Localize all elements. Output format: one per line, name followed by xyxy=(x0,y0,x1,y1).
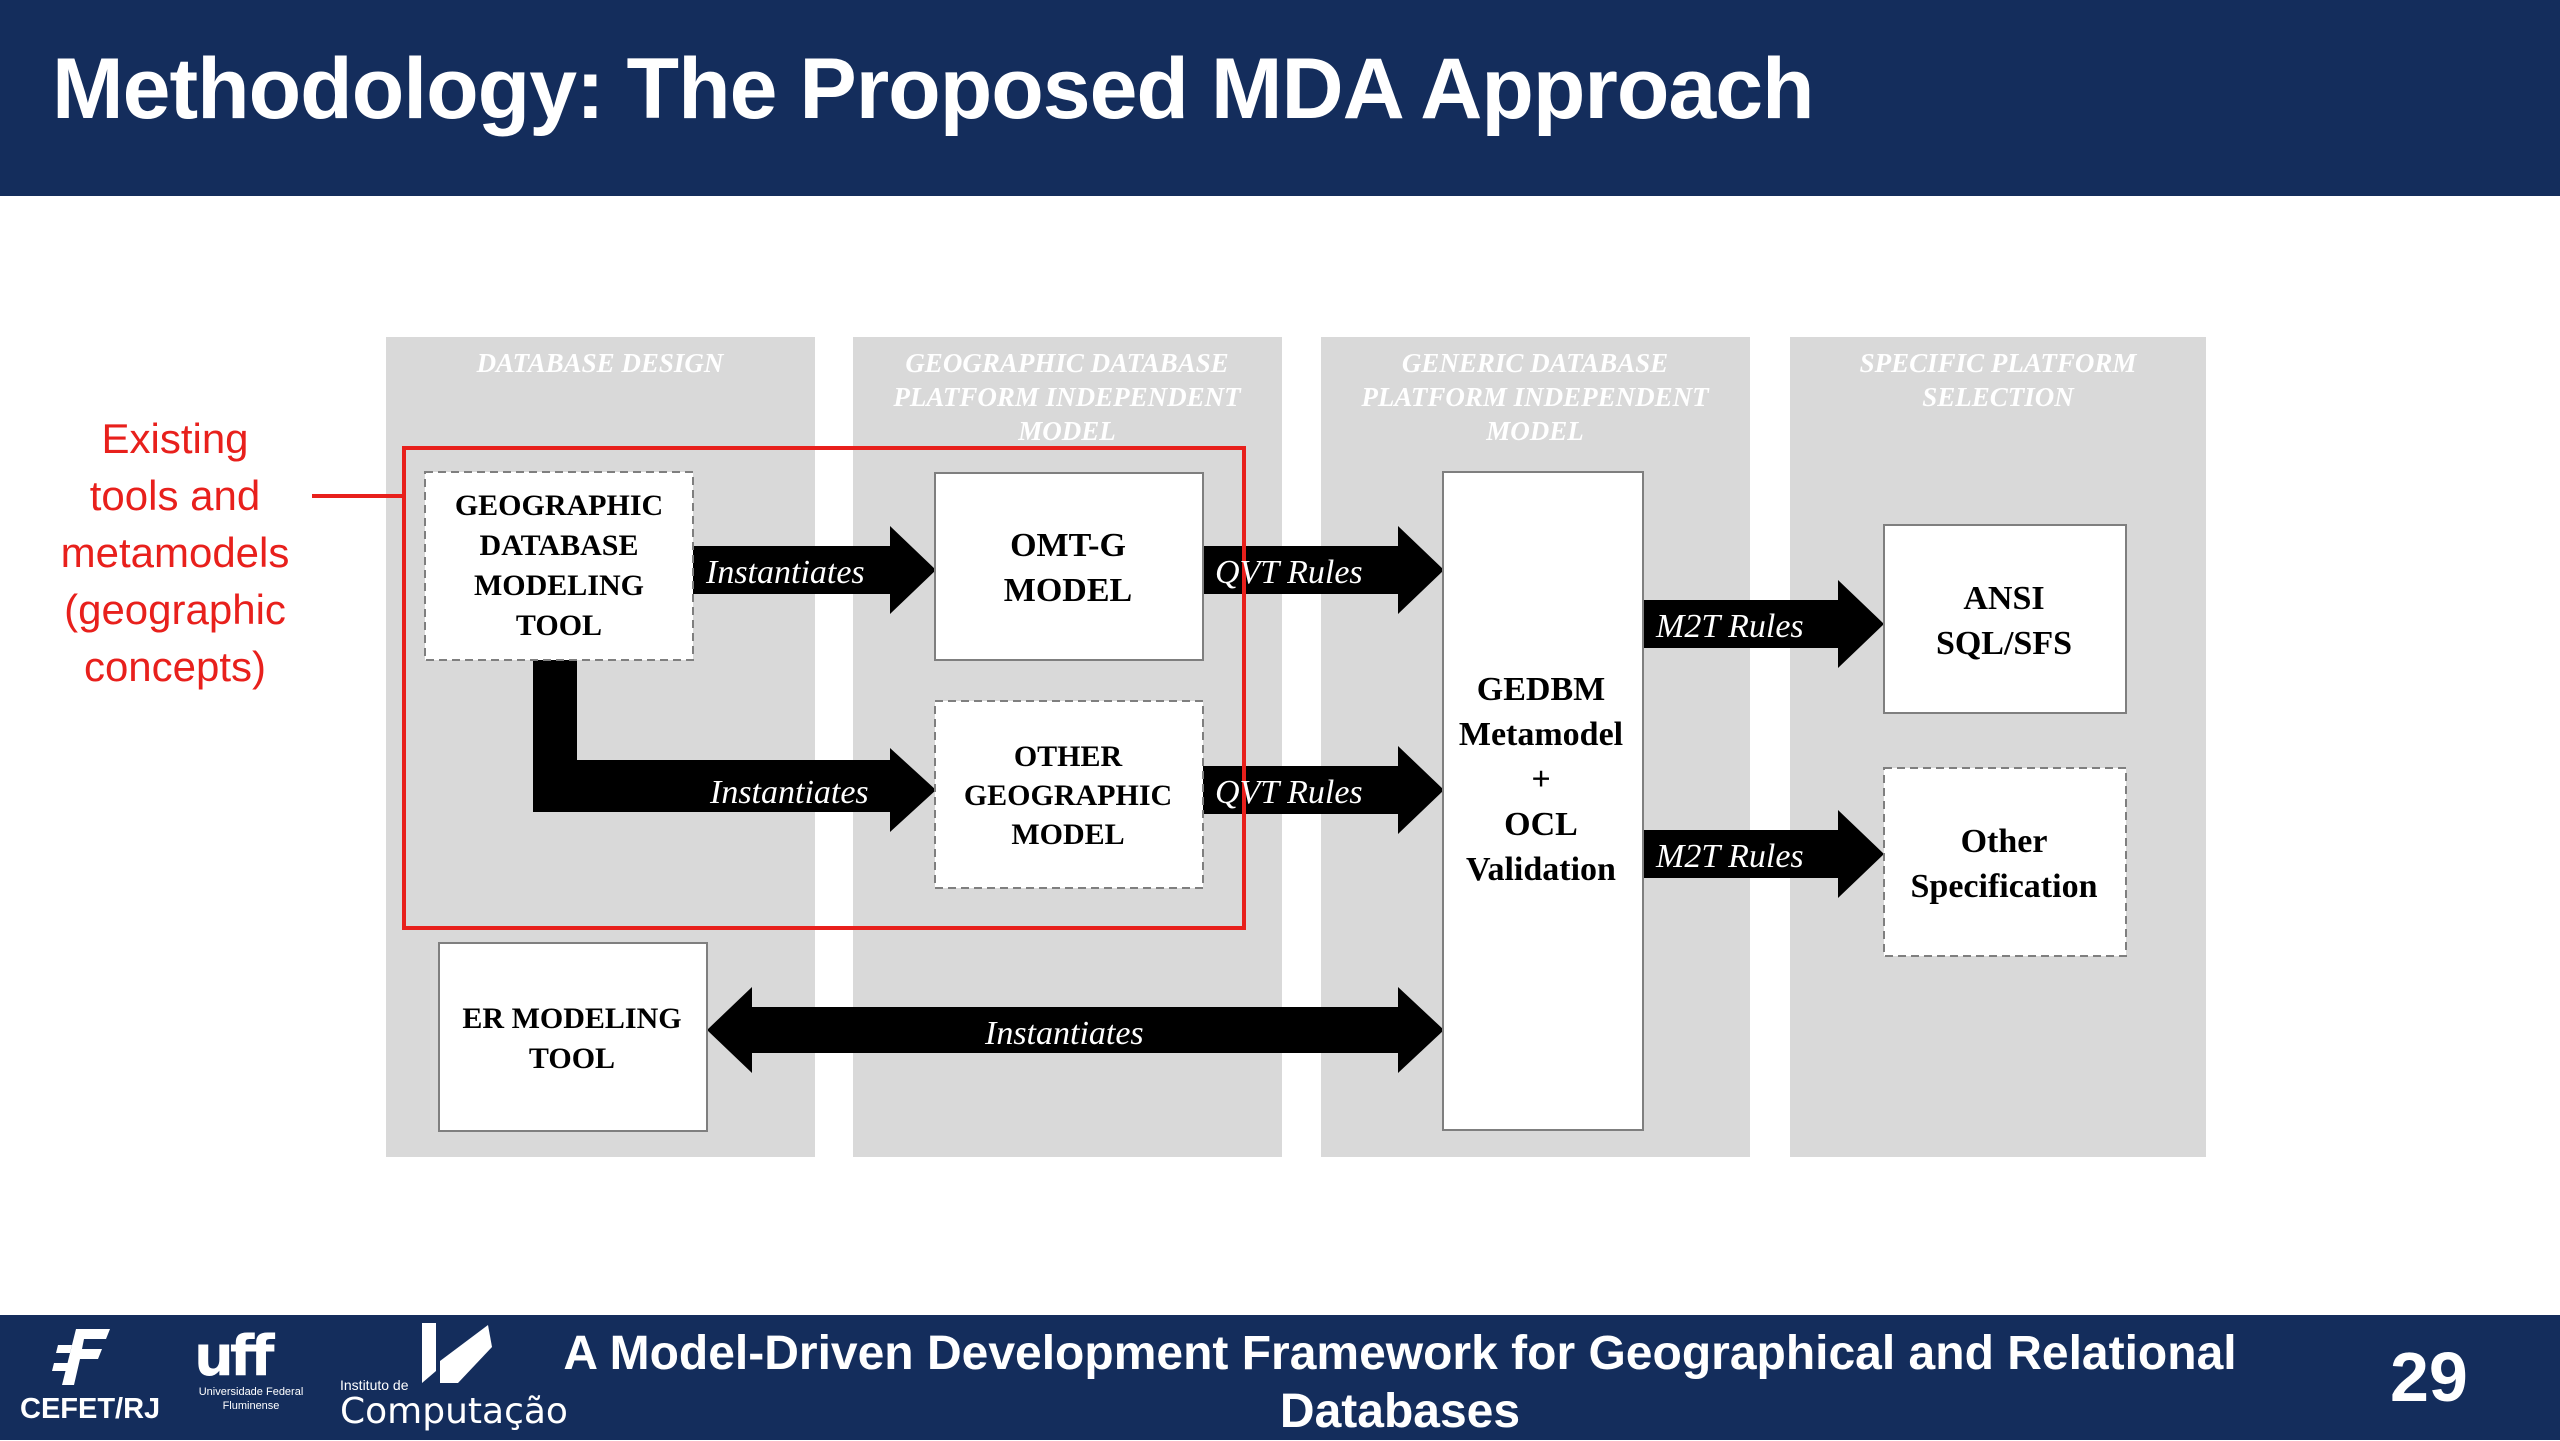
column-header: MODEL xyxy=(1017,416,1116,446)
cefet-logo-text: CEFET/RJ xyxy=(20,1393,161,1425)
box-label: DATABASE xyxy=(480,529,639,562)
slide-title: Methodology: The Proposed MDA Approach xyxy=(52,41,1815,137)
page-number: 29 xyxy=(2390,1338,2468,1416)
existing-tools-note: Existing tools and metamodels (geographi… xyxy=(40,410,310,695)
arrow-instantiates-other xyxy=(533,660,936,832)
svg-text:uff: uff xyxy=(194,1324,275,1385)
box-label: ANSI xyxy=(1963,580,2044,617)
uff-logo-icon: uff xyxy=(194,1324,279,1385)
box-label: Validation xyxy=(1466,851,1616,888)
arrow-m2t-2 xyxy=(1642,810,1884,898)
arrow-m2t-1 xyxy=(1642,580,1884,668)
title-bar: Methodology: The Proposed MDA Approach xyxy=(0,0,2560,196)
box-label: OTHER xyxy=(1014,740,1123,773)
box-label: MODEL xyxy=(1004,572,1132,609)
box-label: TOOL xyxy=(516,609,602,642)
column-header: PLATFORM INDEPENDENT xyxy=(892,382,1242,412)
cefet-logo-icon xyxy=(52,1329,110,1385)
column-header: GEOGRAPHIC DATABASE xyxy=(905,348,1228,378)
uff-logo-caption: Universidade Federal Fluminense xyxy=(198,1386,304,1412)
arrow-label: Instantiates xyxy=(709,774,869,811)
arrow-label: Instantiates xyxy=(984,1015,1144,1052)
box-label: + xyxy=(1531,761,1550,798)
note-line: concepts) xyxy=(83,643,267,690)
other-geo-model-box xyxy=(934,700,1204,889)
arrow-qvt-1 xyxy=(1202,526,1444,614)
existing-tools-highlight xyxy=(402,446,1246,930)
note-line: Existing xyxy=(101,415,249,462)
box-label: TOOL xyxy=(529,1042,615,1075)
column-header: SELECTION xyxy=(1922,382,2075,412)
box-label: Metamodel xyxy=(1459,716,1623,753)
column-header: GENERIC DATABASE xyxy=(1402,348,1668,378)
footer-title: A Model-Driven Development Framework for… xyxy=(563,1327,2237,1438)
box-label: Other xyxy=(1961,823,2048,860)
arrow-label: Instantiates xyxy=(705,554,865,591)
box-label: SQL/SFS xyxy=(1936,625,2072,662)
ic-logo-subtitle: Instituto de xyxy=(340,1377,409,1393)
arrow-label: QVT Rules xyxy=(1215,554,1363,591)
arrow-qvt-2 xyxy=(1202,746,1444,834)
arrow-label: M2T Rules xyxy=(1655,608,1804,645)
box-label: GEDBM xyxy=(1477,671,1605,708)
other-spec-box xyxy=(1883,767,2127,957)
arrow-instantiates-omtg xyxy=(692,526,936,614)
box-label: GEOGRAPHIC xyxy=(964,779,1172,812)
column-header: DATABASE DESIGN xyxy=(476,348,725,378)
gedbm-box xyxy=(1442,471,1644,1131)
box-label: Specification xyxy=(1911,868,2098,905)
note-line: (geographic xyxy=(64,586,286,633)
box-label: MODEL xyxy=(1011,818,1124,851)
geo-modeling-tool-box xyxy=(424,471,694,661)
box-label: OMT-G xyxy=(1010,527,1126,564)
ansi-box xyxy=(1883,524,2127,714)
box-label: OCL xyxy=(1504,806,1578,843)
arrow-label: QVT Rules xyxy=(1215,774,1363,811)
ic-logo-text: Computação xyxy=(340,1391,568,1432)
omtg-model-box xyxy=(934,472,1204,661)
note-line: tools and xyxy=(89,472,261,519)
box-label: ER MODELING xyxy=(462,1002,681,1035)
column-header: MODEL xyxy=(1485,416,1584,446)
footer-bar: CEFET/RJ uff Universidade Federal Flumin… xyxy=(0,1315,2560,1440)
column-header: PLATFORM INDEPENDENT xyxy=(1360,382,1710,412)
er-modeling-tool-box xyxy=(438,942,708,1132)
box-label: MODELING xyxy=(474,569,644,602)
note-line: metamodels xyxy=(60,529,290,576)
box-label: GEOGRAPHIC xyxy=(455,489,663,522)
arrow-label: M2T Rules xyxy=(1655,838,1804,875)
arrow-instantiates-er xyxy=(707,987,1444,1073)
column-specific-platform xyxy=(1790,337,2206,1157)
ic-logo-icon xyxy=(422,1323,492,1383)
column-header: SPECIFIC PLATFORM xyxy=(1860,348,2138,378)
